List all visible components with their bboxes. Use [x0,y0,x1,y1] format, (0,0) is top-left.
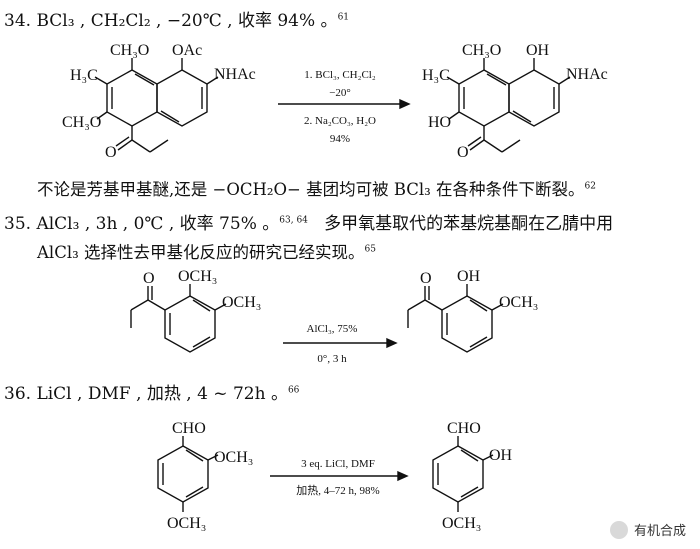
atom-label: NHAc [214,66,256,83]
atom-label: NHAc [566,66,608,83]
reference-mark: 62 [584,181,596,192]
product-34-structure [446,58,571,153]
atom-label: OAc [172,42,202,59]
reagent-label: 94% [330,133,350,145]
atom-label: CHO [447,420,481,437]
reagent-label: 0°, 3 h [317,353,347,365]
entry-36-heading: 36. LiCl , DMF , 加热 , 4 ~ 72h 。66 [4,379,299,404]
atom-label: OCH₃ [214,449,253,466]
reagent-label: 1. BCl₃, CH₂Cl₂ [304,69,376,81]
atom-label: O [143,270,155,287]
paragraph-text: AlCl₃ 选择性去甲基化反应的研究已经实现。 [37,243,365,262]
reference-mark: 66 [287,385,300,396]
reference-mark: 65 [364,244,376,255]
entry-conditions: AlCl₃ , 3h , 0℃ , 收率 75% 。 [36,214,280,234]
paragraph-text: 不论是芳基甲基醚,还是 −OCH₂O− 基团均可被 BCl₃ 在各种条件下断裂。 [37,180,585,199]
reagent-label: 加热, 4–72 h, 98% [296,484,379,497]
atom-label: H₃C [422,67,450,84]
atom-label: OCH₃ [222,294,261,311]
atom-label: OH [526,42,550,59]
atom-label: OCH₃ [178,268,217,285]
atom-label: O [420,270,432,287]
atom-label: OCH₃ [167,515,206,532]
atom-label: H₃C [70,67,98,84]
reactant-34-structure [94,58,219,153]
entry-conditions: LiCl , DMF , 加热 , 4 ~ 72h 。 [36,384,288,404]
entry-number: 34. [4,11,32,31]
paragraph-text: 多甲氧基取代的苯基烷基酮在乙腈中用 [324,214,614,234]
reagent-label: AlCl₃, 75% [307,323,358,335]
watermark-text: 有机合成 [633,524,686,539]
entry-number: 35. [4,214,32,234]
entry-34-heading: 34. BCl₃ , CH₂Cl₂ , −20℃ , 收率 94% 。61 [4,6,349,31]
reactant-35-structure [130,284,227,353]
paragraph-34: 不论是芳基甲基醚,还是 −OCH₂O− 基团均可被 BCl₃ 在各种条件下断裂。… [37,176,596,200]
reagent-label: −20° [329,87,351,99]
reagent-label: 2. Na₂CO₃, H₂O [304,115,376,127]
atom-label: OH [457,268,481,285]
entry-number: 36. [4,384,32,404]
atom-label: CH₃O [462,42,501,59]
reactant-36-structure [157,436,219,512]
atom-label: CH₃O [62,114,101,131]
atom-label: O [457,144,469,161]
entry-conditions: BCl₃ , CH₂Cl₂ , −20℃ , 收率 94% 。 [36,11,338,31]
reagent-label: 3 eq. LiCl, DMF [301,458,375,470]
reference-mark: 61 [337,12,350,23]
atom-label: OCH₃ [499,294,538,311]
entry-35-heading: 35. AlCl₃ , 3h , 0℃ , 收率 75% 。63, 64 多甲氧… [4,209,613,234]
atom-label: OH [489,447,513,464]
atom-label: CH₃O [110,42,149,59]
atom-label: CHO [172,420,206,437]
atom-label: O [105,144,117,161]
watermark: 有机合成 [609,520,686,539]
reference-mark: 63, 64 [279,215,308,226]
product-36-structure [432,436,494,512]
product-35-structure [407,284,504,353]
entry-35-line2: AlCl₃ 选择性去甲基化反应的研究已经实现。65 [37,239,376,263]
atom-label: OCH₃ [442,515,481,532]
wechat-icon [609,520,628,539]
atom-label: HO [428,114,451,131]
